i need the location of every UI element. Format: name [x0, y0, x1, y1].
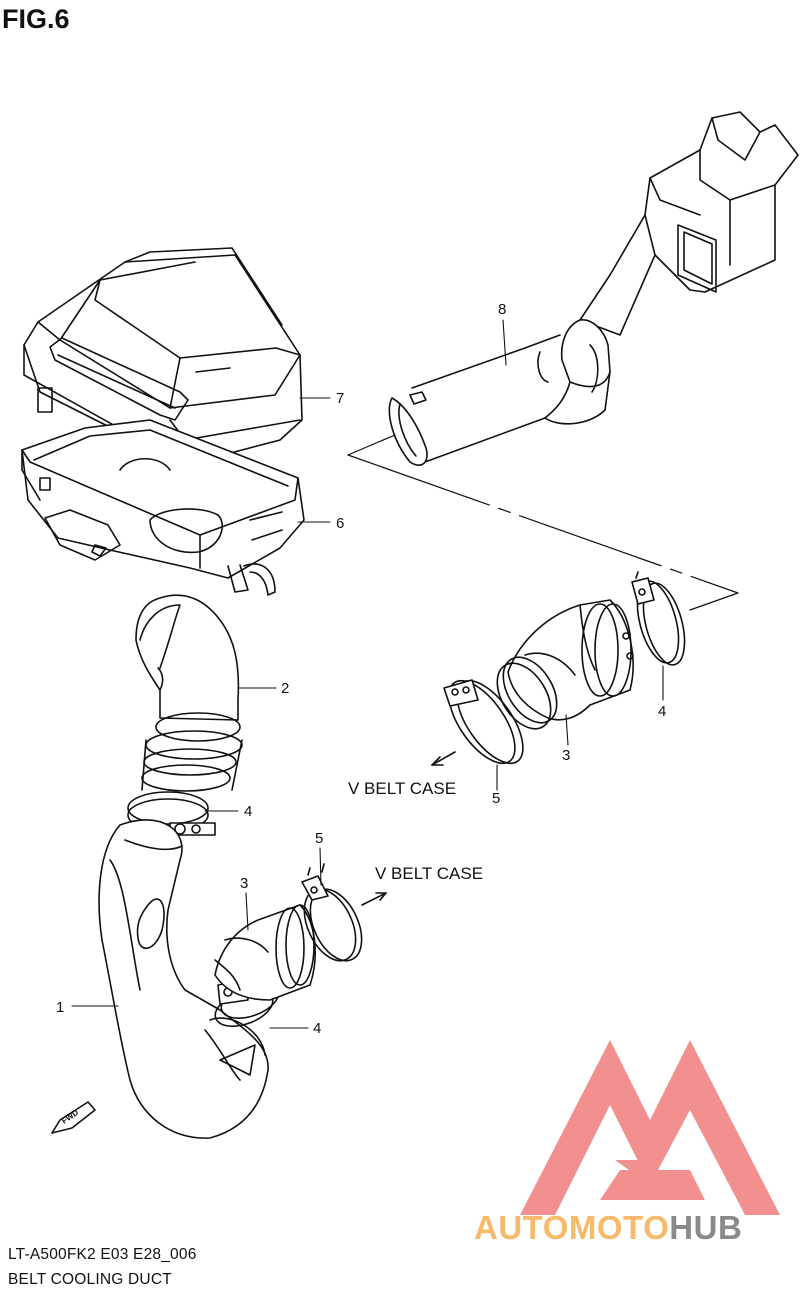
callout-4-upper: 4 [244, 803, 252, 820]
parting-line [347, 454, 739, 611]
model-code: LT-A500FK2 E03 E28_006 [8, 1246, 197, 1263]
watermark-logo-icon [520, 1040, 780, 1215]
upper-cooling-duct [388, 111, 799, 466]
air-cleaner-cover [23, 247, 303, 468]
watermark-text-a: AUTOMOTO [474, 1209, 670, 1246]
connector-hose-lower [214, 904, 316, 1001]
callout-8: 8 [498, 301, 506, 318]
callout-5-middle: 5 [492, 790, 500, 807]
arrow-lower-case [361, 892, 387, 906]
band-clamp-middle [443, 679, 524, 765]
connector-hose-upper [496, 599, 634, 730]
air-cleaner-case [21, 419, 305, 596]
callout-2: 2 [281, 680, 289, 697]
v-belt-case-label-upper: V BELT CASE [348, 779, 456, 798]
watermark-text: AUTOMOTOHUB [474, 1209, 742, 1247]
callout-1: 1 [56, 999, 64, 1016]
arrow-upper-case [431, 751, 456, 766]
fwd-arrow-icon: FWD [51, 1101, 96, 1134]
section-name: BELT COOLING DUCT [8, 1271, 172, 1288]
callout-3-lower: 3 [240, 875, 248, 892]
figure-title: FIG.6 [2, 4, 70, 34]
watermark-text-b: HUB [669, 1209, 743, 1246]
callout-5-lower: 5 [315, 830, 323, 847]
callout-3-upper: 3 [562, 747, 570, 764]
callout-4-right: 4 [658, 703, 666, 720]
leader-lines [71, 319, 664, 1029]
v-belt-case-label-lower: V BELT CASE [375, 864, 483, 883]
pointer-line [347, 434, 396, 456]
callout-7: 7 [336, 390, 344, 407]
clamp-upper [127, 791, 216, 836]
callout-4-lower: 4 [313, 1020, 321, 1037]
band-clamp-right [631, 571, 686, 666]
band-clamp-lower [301, 863, 363, 962]
elbow-hose [135, 594, 243, 792]
callout-6: 6 [336, 515, 344, 532]
